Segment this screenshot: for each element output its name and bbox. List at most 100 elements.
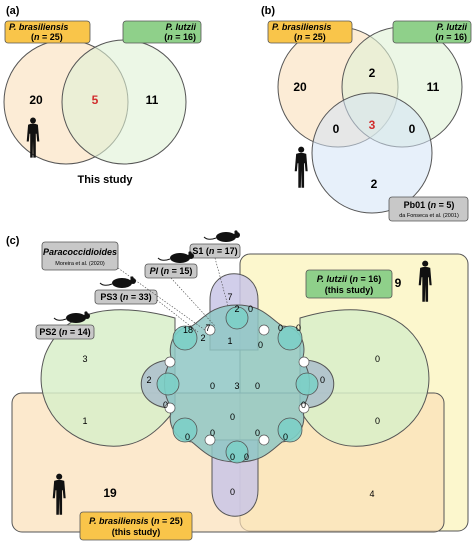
mouse-icon-pl bbox=[157, 251, 194, 263]
zero-count: 0 bbox=[210, 428, 215, 438]
mouse-icon-ps3 bbox=[99, 276, 136, 288]
zero-count: 0 bbox=[375, 354, 380, 364]
ring-mark bbox=[298, 356, 310, 368]
venn-b-lutzii-only: 11 bbox=[427, 80, 440, 94]
petal-top bbox=[225, 306, 249, 330]
this-study-caption: This study bbox=[77, 174, 133, 186]
count-brasiliensis-lutzii: 4 bbox=[369, 489, 374, 499]
mouse-icon-s1 bbox=[203, 230, 240, 242]
count-left-lobe: 2 bbox=[146, 375, 151, 385]
zero-count: 0 bbox=[230, 452, 235, 462]
zero-count: 0 bbox=[230, 487, 235, 497]
pb01-citation: da Fonseca et al. (2001) bbox=[399, 213, 459, 219]
panel-c: (c) bbox=[6, 230, 469, 541]
ring-mark bbox=[204, 434, 216, 446]
zero-count: 0 bbox=[255, 381, 260, 391]
zero-count: 0 bbox=[248, 304, 253, 314]
zero-count: 0 bbox=[258, 340, 263, 350]
panel-label-b: (b) bbox=[261, 5, 275, 17]
venn-a-only-brasiliensis: 20 bbox=[29, 93, 43, 107]
lutzii-n-b: (n = 16) bbox=[435, 32, 467, 42]
brasiliensis-n-b: (n = 25) bbox=[294, 32, 326, 42]
petal-left bbox=[156, 372, 180, 396]
ring-mark bbox=[204, 324, 216, 336]
paracoccidioides-label: Paracoccidioides bbox=[43, 247, 117, 257]
count-ps2: 3 bbox=[82, 354, 87, 364]
venn-b-brasiliensis-only: 20 bbox=[293, 80, 307, 94]
count-lutzii-only: 9 bbox=[395, 276, 402, 290]
ring-mark bbox=[164, 402, 176, 414]
ps2-label-box bbox=[35, 324, 95, 340]
venn-a-only-lutzii: 11 bbox=[146, 93, 159, 107]
pl-label: Pl (n = 15) bbox=[150, 266, 193, 276]
brasiliensis-label-box-b bbox=[267, 20, 353, 44]
count-upper-left-18: 18 bbox=[183, 325, 193, 335]
leader-line bbox=[214, 257, 229, 307]
paracoccidioides-citation: Moreira et al. (2020) bbox=[55, 261, 105, 267]
count-brasiliensis-only: 19 bbox=[103, 486, 117, 500]
venn-b-brasiliensis-pb01: 0 bbox=[333, 122, 340, 136]
count-s1-only: 7 bbox=[227, 292, 232, 302]
pb01-label: Pb01 (n = 5) bbox=[404, 200, 455, 210]
right-set-blob bbox=[299, 309, 430, 447]
lutzii-c-label-box bbox=[305, 269, 393, 299]
zero-count: 0 bbox=[320, 375, 325, 385]
zero-count: 0 bbox=[210, 381, 215, 391]
panel-a: (a) P. brasiliensis (n = 25) P. lutzii (… bbox=[3, 5, 202, 186]
zero-count: 0 bbox=[278, 323, 283, 333]
ring-mark bbox=[298, 402, 310, 414]
lutzii-label-a: P. lutzii bbox=[166, 22, 197, 32]
count-upper-left-7: 7 bbox=[205, 323, 210, 333]
lutzii-circle-a bbox=[61, 39, 187, 165]
ps2-set-blob bbox=[40, 309, 176, 447]
paracoccidioides-label-box bbox=[41, 241, 119, 271]
brasiliensis-n-a: (n = 25) bbox=[31, 32, 63, 42]
zero-count: 0 bbox=[255, 428, 260, 438]
human-icon-brasiliensis bbox=[52, 473, 66, 515]
petal-upper-left bbox=[172, 325, 198, 351]
brasiliensis-c-note: (this study) bbox=[112, 527, 161, 537]
venn-b-center: 3 bbox=[369, 118, 376, 132]
zero-count: 0 bbox=[283, 432, 288, 442]
s1-label: S1 (n = 17) bbox=[192, 246, 237, 256]
leader-line bbox=[156, 299, 199, 333]
venn-b-pb01-only: 2 bbox=[371, 177, 378, 191]
count-top-petal: 2 bbox=[234, 304, 239, 314]
brasiliensis-c-label: P. brasiliensis (n = 25) bbox=[89, 516, 183, 526]
human-icon-a bbox=[26, 117, 40, 158]
leader-line bbox=[170, 277, 216, 327]
count-ps2-brasiliensis: 1 bbox=[82, 416, 87, 426]
lutzii-label-box-b bbox=[392, 20, 472, 44]
count-center: 3 bbox=[234, 381, 239, 391]
zero-count: 0 bbox=[244, 452, 249, 462]
mouse-icon-ps2 bbox=[53, 311, 90, 323]
zero-count: 0 bbox=[185, 432, 190, 442]
ring-mark bbox=[164, 356, 176, 368]
brasiliensis-label-box-a bbox=[4, 20, 91, 44]
ring-mark bbox=[258, 434, 270, 446]
zero-count: 0 bbox=[301, 400, 306, 410]
petal-upper-right bbox=[277, 325, 303, 351]
zero-count: 0 bbox=[375, 416, 380, 426]
lutzii-n-a: (n = 16) bbox=[164, 32, 196, 42]
ps3-label-box bbox=[94, 289, 158, 305]
zero-count: 0 bbox=[296, 323, 301, 333]
petal-lower-left bbox=[172, 417, 198, 443]
brasiliensis-c-label-box bbox=[79, 511, 193, 541]
human-icon-b bbox=[294, 146, 308, 188]
small-ring-marks bbox=[164, 324, 310, 446]
petal-right bbox=[295, 372, 319, 396]
panel-b: (b) P. brasiliensis (n = 25) P. lutzii (… bbox=[261, 5, 472, 222]
venn-b-lutzii-pb01: 0 bbox=[409, 122, 416, 136]
leader-lines bbox=[117, 257, 229, 333]
lutzii-label-b: P. lutzii bbox=[437, 22, 468, 32]
zero-count: 0 bbox=[163, 400, 168, 410]
petal-bottom bbox=[225, 440, 249, 464]
ps2-label: PS2 (n = 14) bbox=[39, 327, 90, 337]
lutzii-c-note: (this study) bbox=[325, 285, 374, 295]
pb01-circle-b bbox=[311, 92, 433, 214]
zero-count: 0 bbox=[230, 412, 235, 422]
venn-a-shared: 5 bbox=[92, 93, 99, 107]
venn-b-brasiliensis-lutzii: 2 bbox=[369, 66, 376, 80]
